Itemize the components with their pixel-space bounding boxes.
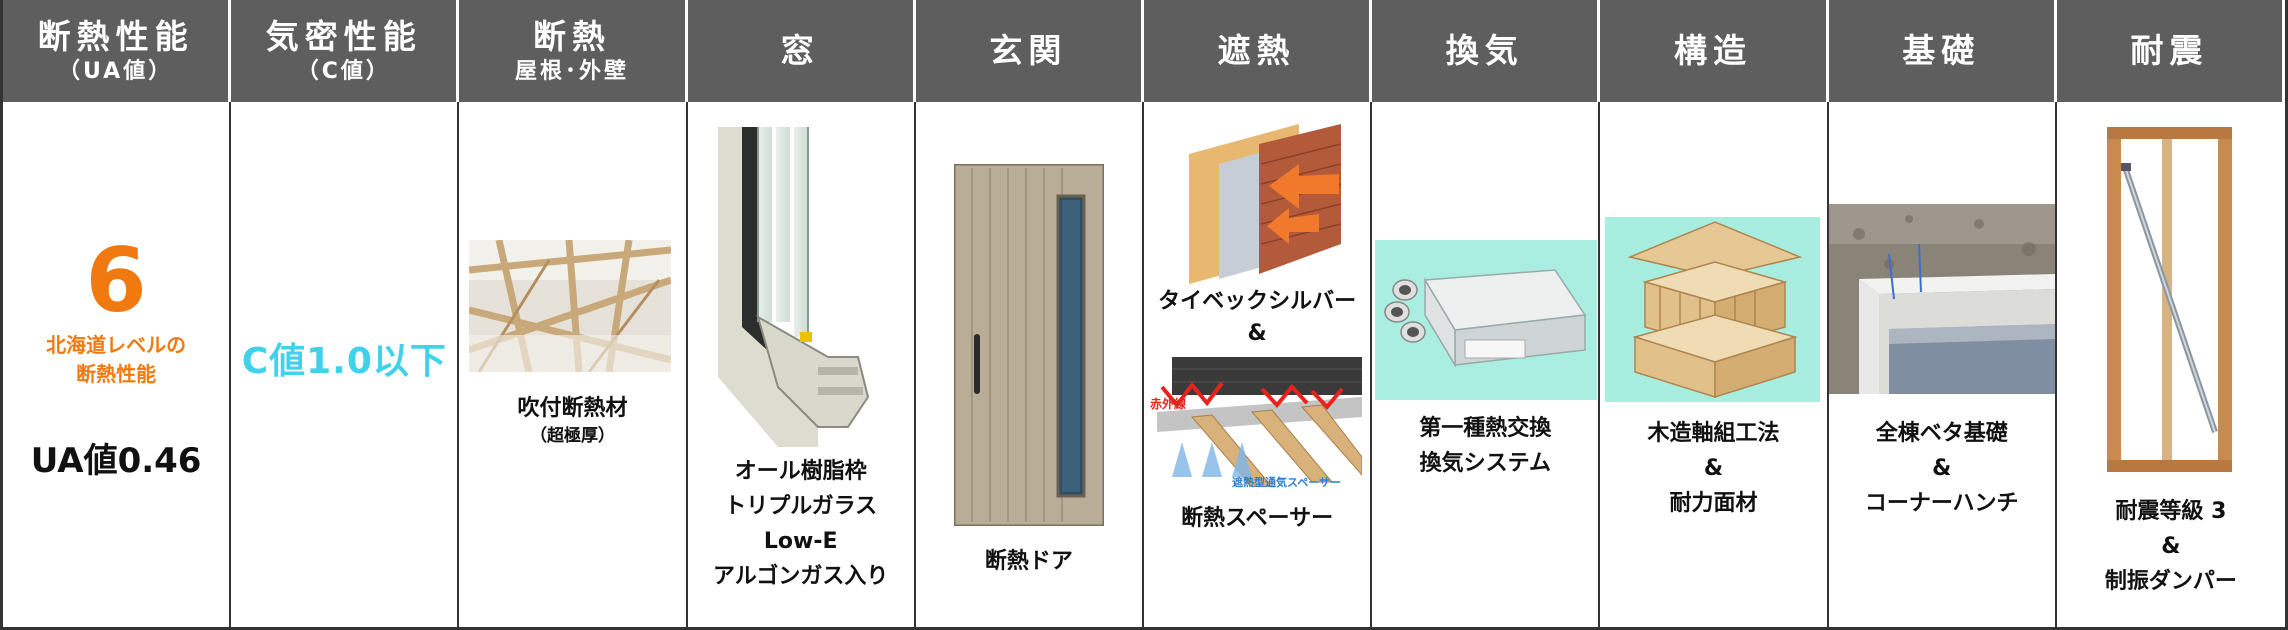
cell-structure: 木造軸組工法 & 耐力面材 xyxy=(1600,102,1829,630)
header-seismic: 耐震 xyxy=(2056,0,2285,102)
header-title: 断熱性能 xyxy=(37,17,194,56)
window-line2: トリプルガラス xyxy=(724,494,878,519)
cell-entrance: 断熱ドア xyxy=(916,102,1144,630)
structure-line2: 耐力面材 xyxy=(1669,491,1758,516)
header-title: 換気 xyxy=(1445,31,1524,71)
ua-value: UA値0.46 xyxy=(30,441,202,481)
heat-exchange-unit-photo xyxy=(1375,240,1598,400)
header-foundation: 基礎 xyxy=(1828,0,2057,102)
tyvek-wall-diagram xyxy=(1188,124,1341,284)
roof-wall-note: （超極厚） xyxy=(529,426,615,446)
heat-shield-amp: & xyxy=(1247,321,1267,346)
insulation-line2: 断熱性能 xyxy=(76,362,157,386)
ventilation-line2: 換気システム xyxy=(1419,451,1551,476)
seismic-line1: 耐震等級 3 xyxy=(2115,499,2227,524)
header-roof-wall: 断熱 屋根･外壁 xyxy=(459,0,688,102)
diagram-spacer-label: 遮熱型通気スペーサー xyxy=(1231,476,1341,489)
window-line4: アルゴンガス入り xyxy=(713,564,889,589)
triple-glass-window-photo xyxy=(717,127,869,447)
insulated-door-photo xyxy=(953,164,1104,526)
heat-shield-label1: タイベックシルバー xyxy=(1158,289,1357,314)
window-line1: オール樹脂枠 xyxy=(734,459,867,484)
heat-shield-label2: 断熱スペーサー xyxy=(1181,506,1334,531)
slab-foundation-photo xyxy=(1828,204,2055,394)
header-sub: （C値） xyxy=(296,58,391,84)
foundation-amp: & xyxy=(1932,456,1952,481)
header-airtight: 気密性能 （C値） xyxy=(231,0,460,102)
cell-seismic: 耐震等級 3 & 制振ダンパー xyxy=(2057,102,2285,630)
insulation-line1: 北海道レベルの xyxy=(46,333,187,357)
cell-insulation: 6 北海道レベルの 断熱性能 UA値0.46 xyxy=(3,102,232,630)
header-title: 耐震 xyxy=(2130,31,2209,71)
wooden-frame-house-diagram xyxy=(1605,217,1821,402)
cell-roof-wall: 吹付断熱材 （超極厚） xyxy=(459,102,688,630)
foundation-line1: 全棟ベタ基礎 xyxy=(1875,421,2008,446)
cell-window: オール樹脂枠 トリプルガラス Low-E アルゴンガス入り xyxy=(688,102,916,630)
damper-frame-photo xyxy=(2106,127,2232,472)
header-window: 窓 xyxy=(687,0,916,102)
seismic-line2: 制振ダンパー xyxy=(2104,569,2237,594)
entrance-label: 断熱ドア xyxy=(984,549,1073,574)
header-heat-shield: 遮熱 xyxy=(1143,0,1373,102)
cell-heat-shield: タイベックシルバー & 赤外線 遮熱型通気スペーサー xyxy=(1144,102,1373,630)
header-title: 基礎 xyxy=(1902,31,1981,71)
seismic-amp: & xyxy=(2161,534,2181,559)
c-value: C値1.0以下 xyxy=(241,341,447,382)
ventilation-line1: 第一種熱交換 xyxy=(1419,416,1552,441)
header-structure: 構造 xyxy=(1600,0,1829,102)
foundation-line2: コーナーハンチ xyxy=(1864,491,2019,516)
spacer-roof-diagram xyxy=(1156,357,1362,487)
header-title: 遮熱 xyxy=(1217,31,1296,71)
structure-amp: & xyxy=(1703,456,1724,481)
window-line3: Low-E xyxy=(763,529,838,554)
structure-line1: 木造軸組工法 xyxy=(1647,421,1780,446)
header-sub: （UA値） xyxy=(57,58,174,84)
header-insulation: 断熱性能 （UA値） xyxy=(3,0,232,102)
insulation-grade: 6 xyxy=(85,229,147,332)
header-title: 構造 xyxy=(1673,31,1752,71)
cell-foundation: 全棟ベタ基礎 & コーナーハンチ xyxy=(1828,102,2057,630)
header-title: 玄関 xyxy=(989,31,1068,71)
spray-insulation-photo xyxy=(469,240,672,372)
roof-wall-label: 吹付断熱材 xyxy=(517,396,628,421)
cell-airtight: C値1.0以下 xyxy=(231,102,460,630)
header-title: 断熱 xyxy=(532,17,611,56)
header-sub: 屋根･外壁 xyxy=(514,58,629,84)
header-ventilation: 換気 xyxy=(1372,0,1601,102)
header-title: 気密性能 xyxy=(265,17,422,56)
cell-ventilation: 第一種熱交換 換気システム xyxy=(1372,102,1601,630)
header-title: 窓 xyxy=(780,31,820,71)
diagram-infrared-label: 赤外線 xyxy=(1149,397,1186,411)
header-entrance: 玄関 xyxy=(915,0,1144,102)
